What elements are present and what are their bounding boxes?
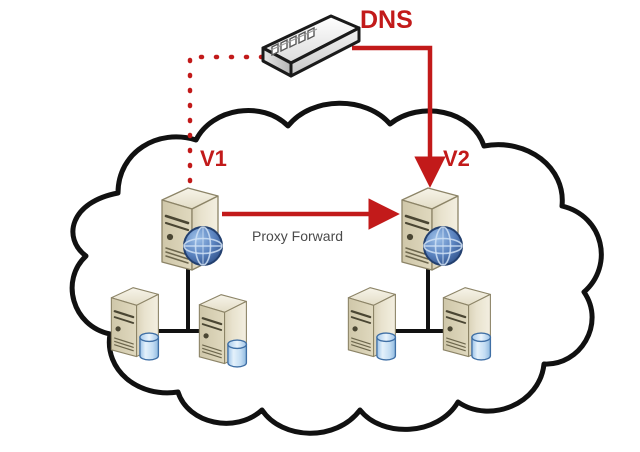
proxy-forward-label: Proxy Forward <box>252 228 343 244</box>
database-icon <box>139 332 160 361</box>
network-cloud <box>69 100 604 436</box>
database-server-v1-right <box>198 293 248 368</box>
web-server-v2 <box>400 186 463 272</box>
v2-label: V2 <box>443 146 470 171</box>
database-icon <box>471 332 492 361</box>
database-server-v1-left <box>110 286 160 361</box>
dns-label: DNS <box>360 6 413 34</box>
dns-to-v2-solid-link <box>352 45 446 188</box>
database-icon <box>376 332 397 361</box>
database-icon <box>227 339 248 368</box>
v1-label: V1 <box>200 146 227 171</box>
globe-icon <box>423 226 463 266</box>
web-server-v1 <box>160 186 223 272</box>
globe-icon <box>183 226 223 266</box>
network-switch-icon <box>261 14 361 78</box>
database-server-v2-left <box>347 286 397 361</box>
database-server-v2-right <box>442 286 492 361</box>
